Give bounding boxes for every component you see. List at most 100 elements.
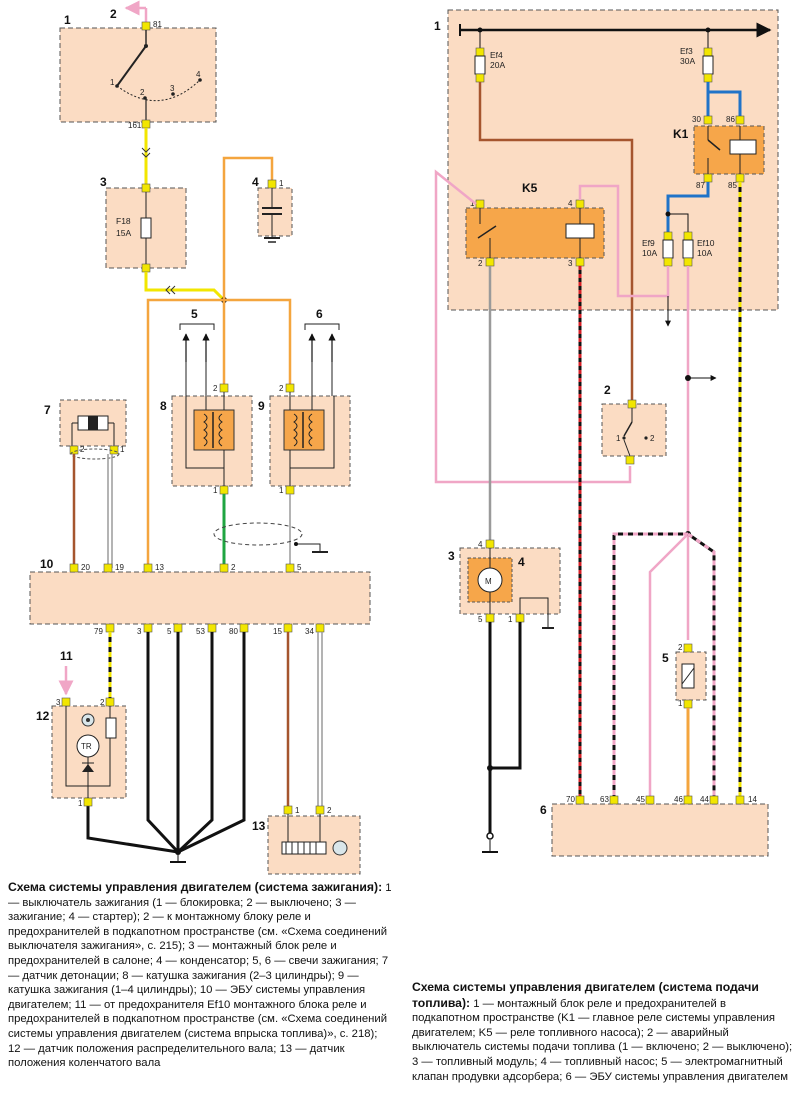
ignition-switch: 1 2 81 1 2 3 4 161 — [59, 0, 217, 130]
k1-p85: 85 — [728, 181, 737, 190]
label-fuel-6: 6 — [540, 803, 547, 817]
switch-p1: 1 — [110, 78, 115, 87]
ecu-bottom-pins: 79 3 5 53 80 15 34 — [94, 623, 325, 636]
ecu-top-pin-4: 5 — [297, 563, 302, 572]
label-ignition-2: 2 — [110, 7, 117, 21]
label-ignition-12: 12 — [36, 709, 50, 723]
fuel-diagram: 1 Ef4 20A Ef3 30A K1 — [434, 9, 779, 857]
label-fuel-4: 4 — [518, 555, 525, 569]
fuel-module: 3 4 M 4 5 1 — [448, 539, 561, 629]
fuse-ef9-rating: 10A — [642, 248, 657, 258]
switch-p4: 4 — [196, 70, 201, 79]
camshaft-sensor: 11 12 3 2 1 TR — [36, 649, 127, 808]
fuel-caption-body: 1 — монтажный блок реле и предохранителе… — [412, 997, 793, 1083]
valve-p1: 1 — [678, 699, 683, 708]
crankshaft-sensor: 13 1 2 — [252, 805, 361, 875]
knock-p1: 1 — [120, 445, 125, 454]
ecu-bottom-pin-0: 79 — [94, 627, 103, 636]
fuse-box-f18: 3 F18 15A — [100, 175, 187, 273]
fuse-ef10-rating: 10A — [697, 248, 712, 258]
inertia-p1: 1 — [616, 434, 621, 443]
fuse-ef4-rating: 20A — [490, 60, 505, 70]
k5-p3: 3 — [568, 259, 573, 268]
fuse-ef4-name: Ef4 — [490, 50, 503, 60]
cam-p1: 1 — [78, 799, 83, 808]
cap-pin: 1 — [279, 179, 284, 188]
label-fuel-k1: K1 — [673, 127, 689, 141]
fuse-ef10-name: Ef10 — [697, 238, 715, 248]
ecu-fuel-pin-5: 14 — [748, 795, 757, 804]
label-fuel-k5: K5 — [522, 181, 538, 195]
label-fuel-1: 1 — [434, 19, 441, 33]
fuse-ef3-rating: 30A — [680, 56, 695, 66]
switch-pin-bottom: 161 — [128, 121, 142, 130]
relay-coil — [729, 139, 757, 155]
label-ignition-10: 10 — [40, 557, 54, 571]
ecu-bottom-pin-5: 15 — [273, 627, 282, 636]
ecu-fuel-pin-1: 63 — [600, 795, 609, 804]
ignition-caption-title: Схема системы управления двигателем (сис… — [8, 880, 383, 894]
ecu-top-pins: 20 19 13 2 5 — [69, 563, 302, 573]
label-ignition-5: 5 — [191, 307, 198, 321]
coil8-bottom: 1 — [213, 486, 218, 495]
k5-p1: 1 — [470, 199, 475, 208]
label-ignition-9: 9 — [258, 399, 265, 413]
pump-p1: 1 — [508, 615, 513, 624]
pump-p5: 5 — [478, 615, 483, 624]
switch-p2: 2 — [140, 88, 145, 97]
ignition-caption-body: 1 — выключатель зажигания (1 — блокировк… — [8, 882, 392, 1070]
ecu-bottom-pin-4: 80 — [229, 627, 238, 636]
label-ignition-1: 1 — [64, 13, 71, 27]
label-ignition-11: 11 — [60, 649, 73, 663]
ignition-diagram: 1 2 81 1 2 3 4 161 3 — [29, 0, 371, 875]
ecu-top-pin-0: 20 — [81, 563, 90, 572]
ecu-fuel-pin-2: 45 — [636, 795, 645, 804]
label-ignition-8: 8 — [160, 399, 167, 413]
ecu-fuel-pin-3: 46 — [674, 795, 683, 804]
ecu-bottom-pin-2: 5 — [167, 627, 172, 636]
k5-p4: 4 — [568, 199, 573, 208]
valve-p2: 2 — [678, 643, 683, 652]
fuse-f18-name: F18 — [116, 216, 131, 226]
capacitor: 4 1 — [252, 175, 293, 243]
inertia-p2: 2 — [650, 434, 655, 443]
switch-p3: 3 — [170, 84, 175, 93]
k1-p87: 87 — [696, 181, 705, 190]
label-ignition-4: 4 — [252, 175, 259, 189]
ecu-top-pin-3: 2 — [231, 563, 236, 572]
knock-sensor: 7 2 1 — [44, 399, 127, 460]
spark-plugs-6: 6 — [304, 307, 340, 362]
ecu-top-pin-1: 19 — [115, 563, 124, 572]
inertia-switch: 2 1 2 — [601, 383, 667, 465]
fuel-caption-title: Схема системы управления двигателем (сис… — [412, 980, 759, 1010]
fuse-f18-rating: 15A — [116, 228, 131, 238]
purge-valve: 5 2 1 — [662, 643, 707, 709]
fuse-symbol — [140, 217, 152, 239]
label-ignition-7: 7 — [44, 403, 51, 417]
label-fuel-3: 3 — [448, 549, 455, 563]
ignition-caption: Схема системы управления двигателем (сис… — [8, 880, 392, 1071]
ecu-top-pin-2: 13 — [155, 563, 164, 572]
ecu-ignition: 10 20 19 13 2 5 — [29, 557, 371, 636]
fuel-caption: Схема системы управления двигателем (сис… — [412, 980, 796, 1084]
cam-p2: 2 — [100, 698, 105, 707]
label-fuel-5: 5 — [662, 651, 669, 665]
spark-plugs-5: 5 — [179, 307, 215, 362]
k1-p86: 86 — [726, 115, 735, 124]
cam-p3: 3 — [56, 698, 61, 707]
fuse-ef3-name: Ef3 — [680, 46, 693, 56]
ecu-fuel-pin-4: 44 — [700, 795, 709, 804]
ecu-fuel-pin-0: 70 — [566, 795, 575, 804]
pump-p4: 4 — [478, 540, 483, 549]
fuse-ef9-name: Ef9 — [642, 238, 655, 248]
crank-p1: 1 — [295, 806, 300, 815]
pump-m: M — [485, 577, 492, 586]
ecu-bottom-pin-1: 3 — [137, 627, 142, 636]
coil8-top: 2 — [213, 384, 218, 393]
ignition-coil-8: 8 2 1 — [160, 362, 253, 495]
label-ignition-6: 6 — [316, 307, 323, 321]
ecu-fuel: 6 70 63 45 46 44 14 — [540, 795, 769, 857]
ecu-bottom-pin-3: 53 — [196, 627, 205, 636]
label-ignition-3: 3 — [100, 175, 107, 189]
coil9-bottom: 1 — [279, 486, 284, 495]
